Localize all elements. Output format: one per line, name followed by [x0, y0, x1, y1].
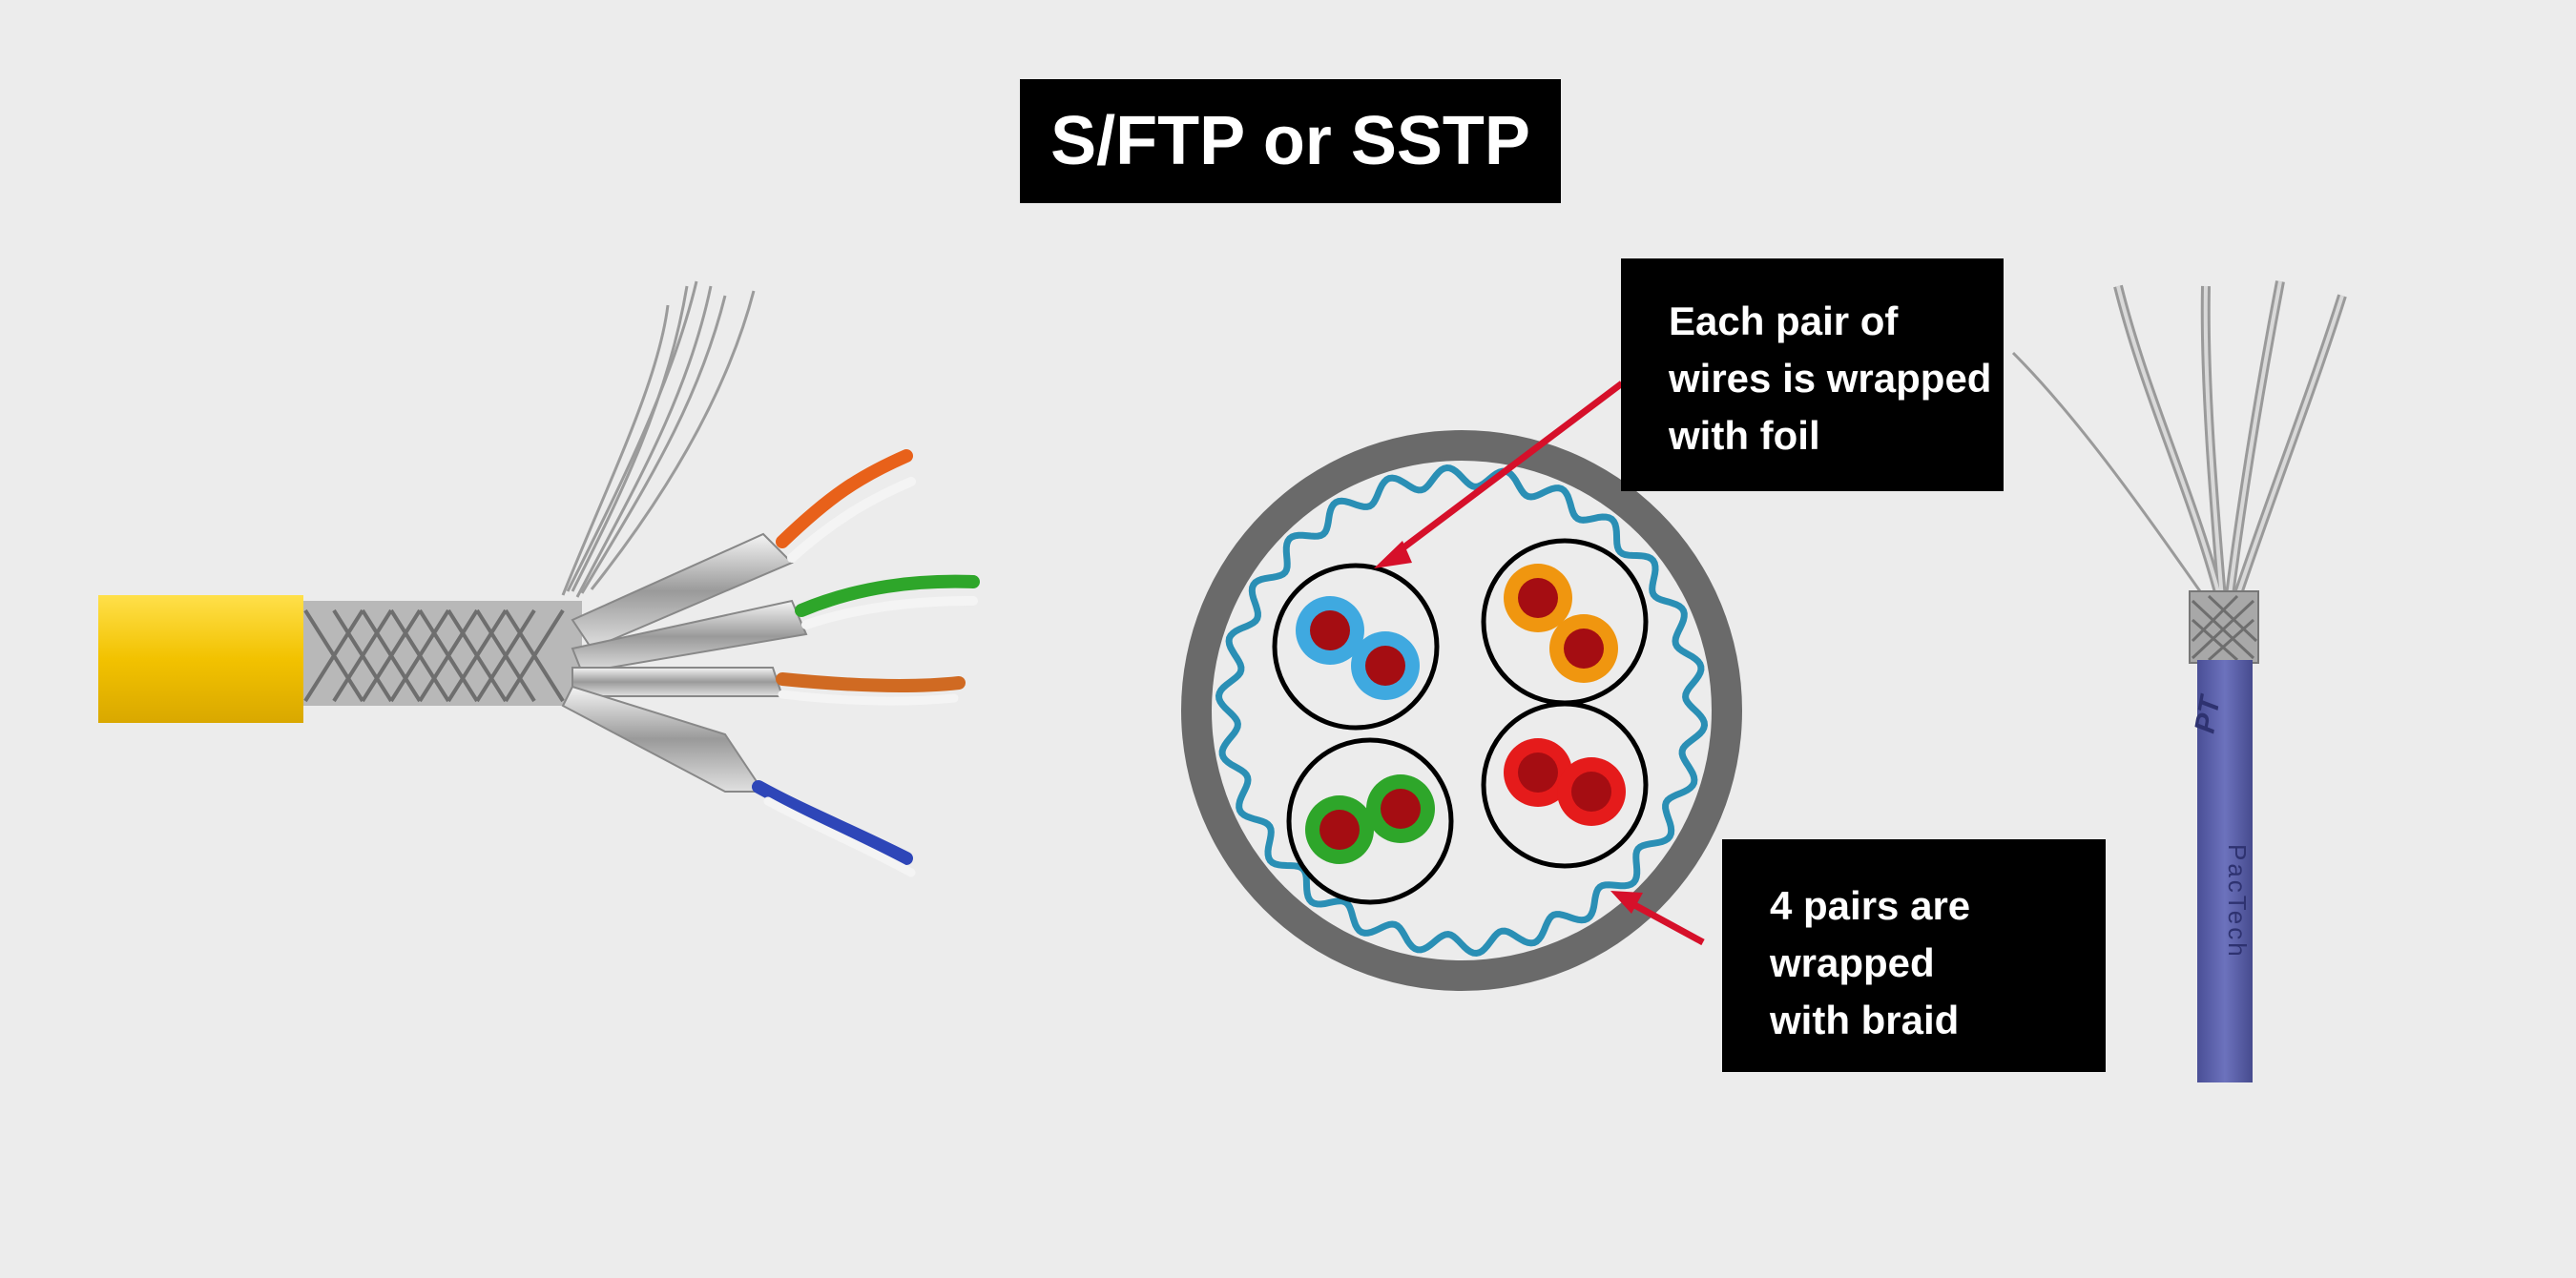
pair-bottom-right: [1481, 701, 1649, 869]
pair-bottom-left: [1286, 737, 1454, 905]
jacket-print-brand: PacTech: [2223, 844, 2252, 959]
cable-right-illustration: PacTech PT: [2011, 280, 2347, 1082]
braid-strands-icon: [561, 280, 756, 598]
callout-braid-line: with braid: [1770, 998, 1960, 1042]
blue-jacket: [2197, 660, 2253, 1082]
page-title-text: S/FTP or SSTP: [1050, 103, 1530, 179]
braid-wave: [1215, 464, 1709, 958]
wire-blue-white: [763, 796, 916, 877]
foil-pair-orange: [571, 532, 794, 650]
callout-braid-line: 4 pairs are: [1770, 883, 1971, 928]
wire-orange: [776, 449, 913, 548]
foil-pair-green: [571, 599, 808, 674]
arrow-foil-icon: [1374, 381, 1625, 568]
cable-left-illustration: [98, 280, 980, 877]
callout-foil-line: Each pair of: [1669, 299, 1899, 343]
wire-blue: [752, 780, 913, 865]
foil-pair-blue: [561, 685, 765, 793]
wire-green: [795, 574, 980, 617]
pair-top-right: [1481, 538, 1649, 706]
inner-space: [1212, 461, 1712, 960]
callout-foil: Each pair of wires is wrapped with foil: [1621, 258, 2004, 491]
arrow-braid-icon: [1610, 891, 1705, 946]
foil-strands-icon: [2011, 280, 2347, 612]
callout-foil-line: with foil: [1669, 413, 1820, 458]
callout-foil-line: wires is wrapped: [1669, 356, 1992, 401]
page-title: S/FTP or SSTP: [1020, 79, 1561, 203]
yellow-jacket: [98, 595, 303, 723]
foil-pair-brown: [571, 667, 784, 697]
callout-braid-line: wrapped: [1770, 940, 1935, 985]
jacket-print-logo: PT: [2189, 691, 2227, 735]
cable-cross-section: [1181, 381, 1742, 991]
braid-pattern-icon: [303, 608, 565, 703]
wire-orange-white: [787, 477, 916, 563]
wire-brown: [776, 672, 966, 692]
wire-green-white: [801, 596, 978, 629]
wire-brown-white: [778, 690, 959, 706]
callout-braid: 4 pairs are wrapped with braid: [1722, 839, 2106, 1072]
pair-top-left: [1272, 563, 1440, 731]
